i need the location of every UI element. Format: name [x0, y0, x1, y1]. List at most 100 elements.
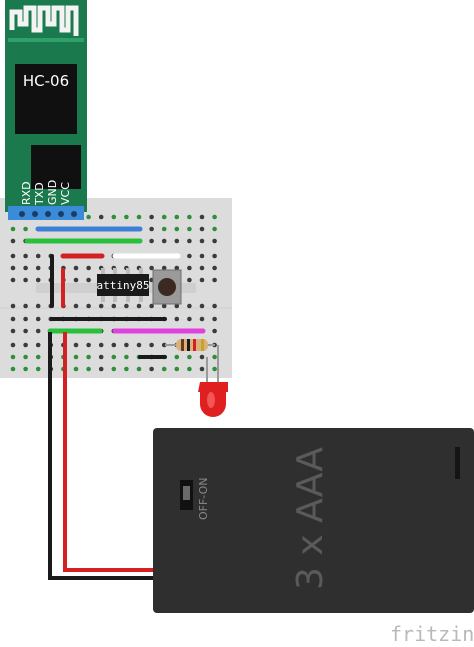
header-pin	[19, 211, 25, 217]
chip-pin	[101, 296, 105, 302]
breadboard-hole	[212, 316, 217, 322]
breadboard-hole	[149, 366, 154, 372]
breadboard-hole	[86, 265, 91, 271]
pin-label-rxd: RXD	[20, 181, 33, 205]
breadboard-hole	[10, 303, 16, 309]
breadboard-hole	[212, 238, 217, 244]
breadboard-hole	[73, 354, 79, 360]
breadboard-hole	[212, 354, 217, 360]
breadboard-hole	[35, 265, 41, 271]
breadboard-hole	[23, 253, 28, 259]
attiny85-chip: attiny85	[97, 268, 149, 302]
breadboard-hole	[199, 354, 205, 360]
breadboard-hole	[136, 214, 142, 220]
breadboard-hole	[35, 342, 41, 348]
breadboard-hole	[174, 366, 180, 372]
breadboard-hole	[86, 277, 91, 283]
breadboard-hole	[124, 366, 129, 372]
breadboard-hole	[86, 214, 91, 220]
breadboard-hole	[98, 366, 104, 372]
breadboard-hole	[187, 366, 192, 372]
chip-body	[97, 274, 149, 296]
breadboard-hole	[73, 303, 79, 309]
breadboard-hole	[98, 342, 104, 348]
breadboard-hole	[111, 303, 117, 309]
breadboard-hole	[10, 342, 16, 348]
breadboard-hole	[136, 303, 142, 309]
header-pin	[45, 211, 51, 217]
battery-slot	[455, 447, 460, 479]
header-pin	[71, 211, 77, 217]
breadboard-hole	[161, 214, 167, 220]
breadboard-hole	[149, 226, 154, 232]
breadboard-hole	[212, 214, 217, 220]
breadboard-hole	[174, 316, 180, 322]
battery-label: 3 x AAA	[290, 447, 331, 590]
resistor-band	[187, 339, 190, 351]
breadboard-hole	[149, 303, 154, 309]
breadboard-hole	[161, 342, 167, 348]
resistor-band	[181, 339, 184, 351]
chip-pin	[113, 296, 117, 302]
header-pin	[58, 211, 64, 217]
breadboard-hole	[199, 226, 205, 232]
breadboard-hole	[73, 277, 79, 283]
breadboard-hole	[98, 303, 104, 309]
breadboard-hole	[174, 226, 180, 232]
breadboard-hole	[161, 265, 167, 271]
breadboard-hole	[187, 277, 192, 283]
breadboard-hole	[212, 328, 217, 334]
breadboard-hole	[35, 303, 41, 309]
breadboard-hole	[98, 354, 104, 360]
breadboard-hole	[199, 366, 205, 372]
hc06-stripe	[8, 38, 84, 42]
breadboard-hole	[199, 277, 205, 283]
breadboard-hole	[199, 253, 205, 259]
fritzing-watermark: fritzing	[390, 622, 474, 646]
battery-pack: OFF-ON 3 x AAA	[153, 428, 474, 613]
breadboard-hole	[10, 354, 16, 360]
resistor-band	[201, 339, 204, 351]
chip-pin	[101, 268, 105, 274]
hc06-label: HC-06	[23, 72, 69, 90]
pin-label-vcc: VCC	[59, 182, 72, 205]
resistor-band	[193, 339, 196, 351]
breadboard-hole	[174, 238, 180, 244]
breadboard-hole	[23, 342, 28, 348]
chip-pin	[126, 296, 130, 302]
breadboard-hole	[174, 214, 180, 220]
breadboard-hole	[187, 354, 192, 360]
breadboard-hole	[124, 354, 129, 360]
breadboard-hole	[23, 226, 28, 232]
breadboard-hole	[10, 238, 16, 244]
breadboard-hole	[35, 316, 41, 322]
header-pin	[32, 211, 38, 217]
breadboard-hole	[174, 303, 180, 309]
breadboard-hole	[187, 265, 192, 271]
breadboard-hole	[10, 328, 16, 334]
breadboard-hole	[98, 214, 104, 220]
breadboard-hole	[136, 342, 142, 348]
breadboard-hole	[73, 366, 79, 372]
breadboard-hole	[111, 214, 117, 220]
button-cap	[158, 278, 176, 296]
breadboard-hole	[35, 366, 41, 372]
breadboard-hole	[187, 253, 192, 259]
hc06-module: HC-06 RXD TXD GND VCC	[5, 0, 87, 220]
breadboard-hole	[199, 214, 205, 220]
breadboard-hole	[187, 303, 192, 309]
power-switch-knob[interactable]	[183, 486, 190, 500]
breadboard-hole	[187, 316, 192, 322]
breadboard-hole	[212, 277, 217, 283]
breadboard-hole	[199, 316, 205, 322]
breadboard-hole	[161, 226, 167, 232]
breadboard-hole	[149, 214, 154, 220]
breadboard-hole	[10, 253, 16, 259]
board-wires	[24, 226, 206, 359]
breadboard-hole	[23, 354, 28, 360]
led-highlight	[207, 392, 215, 408]
breadboard-hole	[86, 342, 91, 348]
breadboard-hole	[35, 354, 41, 360]
breadboard-hole	[10, 366, 16, 372]
